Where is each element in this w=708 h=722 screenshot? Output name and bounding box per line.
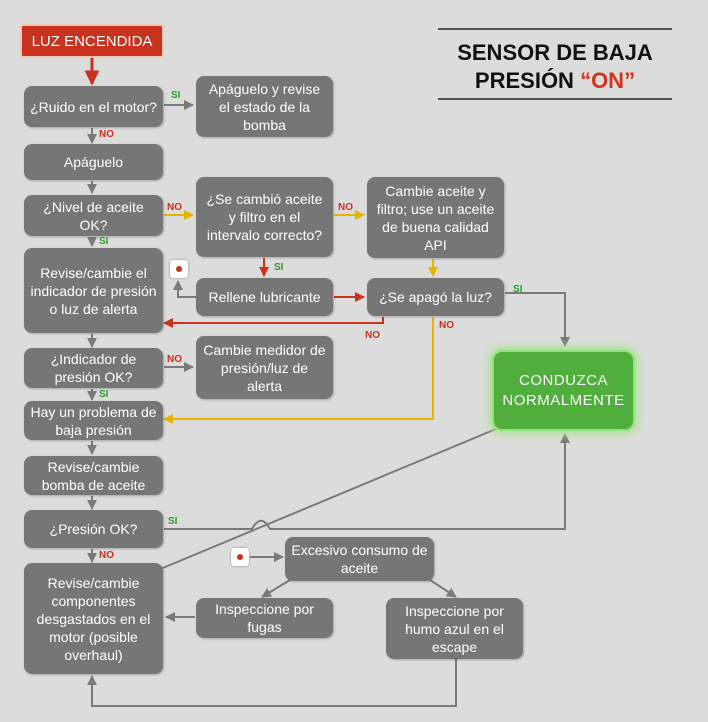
arrow-presion-si-to-conduzca <box>164 433 570 530</box>
decision-nivel-aceite: ¿Nivel de aceite OK? <box>24 195 163 236</box>
label-no-nivel: NO <box>167 202 182 213</box>
state-problema-baja-presion: Hay un problema de baja presión <box>24 401 163 440</box>
arrow-excesivo-to-fugas <box>261 579 291 598</box>
action-revise-componentes: Revise/cambie componentes desgastados en… <box>24 563 163 674</box>
arrow-seapago-si-to-conduzca <box>505 292 570 347</box>
arrow-componentes-to-conduzca <box>157 422 509 571</box>
title-line-2-text: PRESIÓN <box>474 68 581 93</box>
decision-se-apago-luz: ¿Se apagó la luz? <box>367 278 504 316</box>
arrow-seapago-no-to-problema <box>163 317 434 424</box>
connector-dot-top <box>170 260 188 278</box>
action-rellene-lubricante: Rellene lubricante <box>196 278 333 316</box>
label-si-nivel: SI <box>99 236 109 247</box>
action-cambie-aceite-filtro: Cambie aceite y filtro; use un aceite de… <box>367 177 504 258</box>
label-no-ruido: NO <box>99 129 114 140</box>
label-si-ruido: SI <box>171 90 181 101</box>
title-line-2: PRESIÓN “ON” <box>438 67 672 95</box>
decision-ruido-motor: ¿Ruido en el motor? <box>24 86 163 127</box>
label-no-seapago-yellow: NO <box>439 320 454 331</box>
title-line-1: SENSOR DE BAJA <box>457 40 653 65</box>
state-excesivo-consumo: Excesivo consumo de aceite <box>285 537 434 581</box>
end-node-conduzca: CONDUZCA NORMALMENTE <box>492 350 635 431</box>
label-si-presion: SI <box>168 516 178 527</box>
action-apaguelo: Apáguelo <box>24 144 163 180</box>
action-revise-indicador: Revise/cambie el indicador de presión o … <box>24 248 163 333</box>
action-cambie-medidor: Cambie medidor de presión/luz de alerta <box>196 336 333 399</box>
arrow-seapago-no-to-revise <box>163 317 384 328</box>
arrow-rellene-to-dot <box>173 280 196 298</box>
decision-presion-ok: ¿Presión OK? <box>24 510 163 548</box>
label-no-presion: NO <box>99 550 114 561</box>
label-si-indicador: SI <box>99 389 109 400</box>
decision-indicador-presion: ¿Indicador de presión OK? <box>24 348 163 388</box>
label-si-seapago: SI <box>513 284 523 295</box>
diagram-title: SENSOR DE BAJA PRESIÓN “ON” <box>438 28 672 100</box>
connector-dot-bottom <box>231 548 249 566</box>
action-revise-bomba-aceite: Revise/cambie bomba de aceite <box>24 456 163 495</box>
action-apaguelo-revise-bomba: Apáguelo y revise el estado de la bomba <box>196 76 333 137</box>
decision-cambio-aceite-filtro: ¿Se cambió aceite y filtro en el interva… <box>196 177 333 257</box>
arrow-humo-to-componentes <box>87 659 457 707</box>
label-no-seapago-red: NO <box>365 330 380 341</box>
label-no-indicador: NO <box>167 354 182 365</box>
arrow-excesivo-to-humo <box>429 579 457 598</box>
action-inspeccione-humo: Inspeccione por humo azul en el escape <box>386 598 523 659</box>
action-inspeccione-fugas: Inspeccione por fugas <box>196 598 333 638</box>
start-node-luz-encendida: LUZ ENCENDIDA <box>20 24 164 58</box>
title-on-text: “ON” <box>580 68 636 93</box>
label-si-cambio: SI <box>274 262 284 273</box>
label-no-cambio: NO <box>338 202 353 213</box>
